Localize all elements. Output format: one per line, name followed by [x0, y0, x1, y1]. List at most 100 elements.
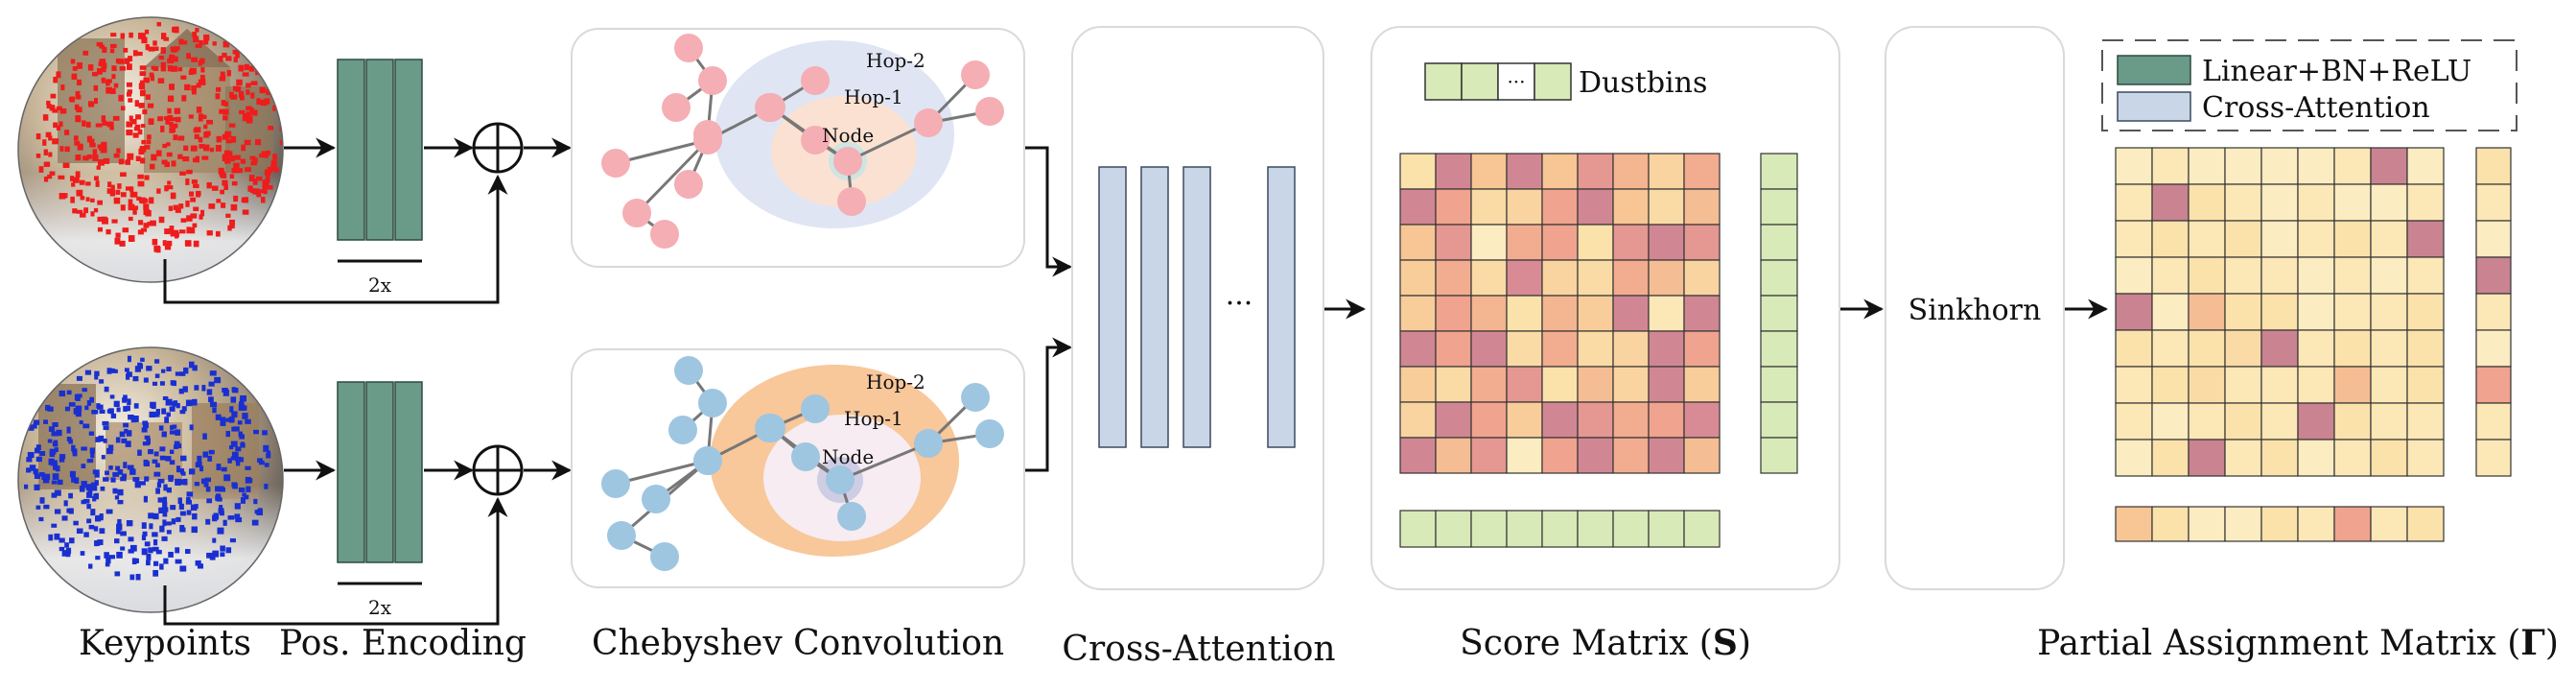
keypoint-dot [171, 160, 176, 167]
graph-node [914, 429, 943, 458]
keypoint-dot [222, 388, 228, 393]
score-matrix-grid [1399, 153, 1721, 474]
keypoint-dot [75, 405, 82, 412]
score-matrix-cell [1470, 188, 1508, 226]
keypoint-dot [26, 457, 33, 463]
keypoint-dot [126, 520, 133, 527]
keypoint-dot [154, 373, 160, 378]
keypoint-dot [137, 129, 143, 135]
keypoint-dot [145, 94, 151, 100]
keypoint-dot [140, 357, 145, 362]
partial-matrix-cell [2333, 329, 2372, 368]
keypoint-dot [125, 186, 131, 191]
keypoint-dot [229, 417, 235, 423]
cross-attention-panel: ··· [1071, 26, 1324, 590]
keypoint-dot [194, 504, 199, 510]
score-matrix-cell [1506, 259, 1543, 297]
keypoint-dot [240, 395, 246, 402]
keypoint-dot [114, 571, 121, 577]
keypoint-dot [64, 130, 70, 135]
keypoint-dot [86, 135, 93, 143]
keypoint-dot [233, 162, 240, 170]
keypoint-dot [113, 197, 121, 204]
keypoint-dot [87, 101, 94, 107]
keypoint-dot [144, 435, 151, 440]
keypoint-dot [178, 38, 184, 45]
keypoint-dot [179, 479, 184, 486]
keypoint-dot [277, 103, 283, 109]
score-dustbin-cell [1541, 510, 1579, 548]
graph-node [833, 147, 862, 176]
keypoint-dot [229, 219, 236, 226]
keypoint-dot [259, 86, 266, 94]
keypoint-dot [166, 412, 171, 417]
keypoint-dot [173, 400, 178, 405]
keypoint-dot [163, 496, 168, 504]
keypoint-dot [265, 178, 270, 183]
partial-dustbin-cell [2475, 256, 2512, 295]
keypoint-dot [165, 398, 173, 406]
keypoint-dot [126, 91, 132, 97]
keypoint-dot [73, 135, 79, 141]
keypoint-image-top [17, 16, 284, 283]
keypoint-dot [81, 464, 86, 468]
keypoint-dot [148, 119, 152, 125]
keypoint-dot [116, 148, 121, 154]
keypoint-dot [206, 552, 213, 559]
keypoint-dot [99, 528, 105, 535]
keypoint-dot [146, 560, 151, 566]
keypoint-dot [223, 101, 229, 107]
keypoint-dot [106, 188, 114, 194]
keypoint-dot [152, 569, 159, 577]
keypoint-dot [86, 504, 91, 510]
keypoint-dot [48, 426, 56, 432]
partial-matrix-cell [2115, 220, 2153, 258]
keypoint-dot [186, 215, 193, 222]
keypoint-dot [209, 370, 217, 376]
keypoint-dot [198, 60, 202, 66]
keypoint-dot [54, 533, 60, 540]
keypoint-dot [245, 465, 251, 470]
keypoint-dot [175, 232, 179, 238]
keypoint-dot [240, 158, 246, 164]
keypoint-dot [238, 404, 246, 411]
keypoint-dot [154, 359, 160, 364]
keypoint-dot [166, 487, 172, 493]
keypoint-dot [75, 410, 82, 417]
keypoint-dot [158, 425, 164, 431]
partial-dustbin-cell [2224, 506, 2262, 542]
keypoint-dot [202, 433, 207, 440]
keypoint-dot [74, 477, 80, 484]
legend-label-linear: Linear+BN+ReLU [2202, 55, 2471, 88]
keypoint-dot [115, 189, 121, 195]
keypoint-dot [89, 447, 95, 454]
graph-edge [635, 138, 710, 215]
keypoint-dot [56, 71, 61, 79]
partial-matrix-cell [2260, 402, 2299, 441]
keypoint-dot [80, 212, 86, 218]
keypoint-dot [200, 478, 206, 485]
keypoint-dot [232, 85, 239, 91]
keypoint-dot [261, 197, 266, 203]
keypoint-dot [107, 181, 112, 188]
connections [163, 137, 2109, 626]
keypoint-dot [178, 229, 186, 234]
keypoint-dot [120, 531, 127, 536]
score-matrix-cell [1506, 224, 1543, 261]
keypoint-dot [171, 518, 176, 525]
keypoint-dot [125, 441, 131, 447]
keypoint-dot [82, 388, 87, 393]
score-matrix-cell [1399, 224, 1437, 261]
keypoint-dot [72, 448, 78, 454]
keypoint-dot [170, 505, 176, 511]
keypoint-dot [88, 563, 93, 569]
keypoint-dot [35, 444, 41, 451]
keypoint-dot [129, 574, 135, 581]
partial-matrix-cell [2406, 329, 2445, 368]
keypoint-dot [165, 456, 172, 462]
keypoint-dot [108, 465, 113, 470]
score-matrix-cell [1541, 295, 1579, 332]
keypoint-dot [108, 444, 114, 451]
keypoint-dot [191, 57, 198, 62]
partial-dustbin-cell [2475, 402, 2512, 441]
